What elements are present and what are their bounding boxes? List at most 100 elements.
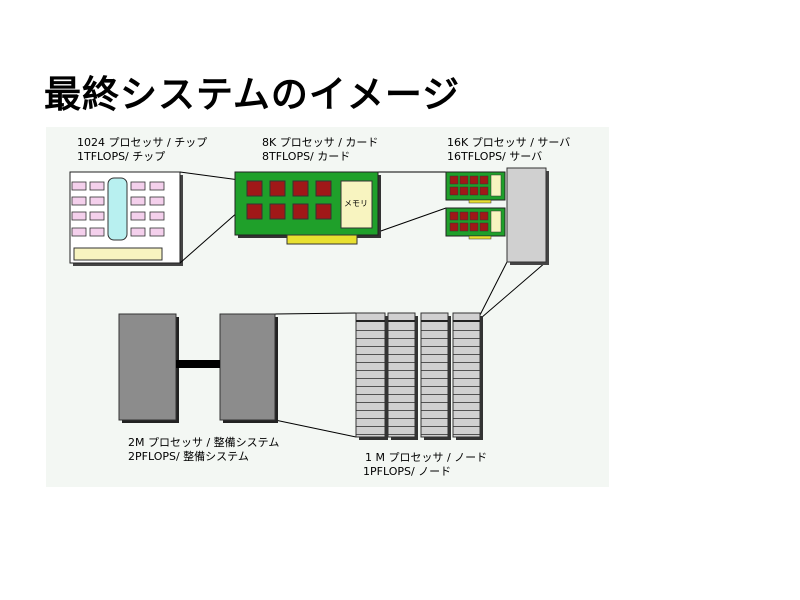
server-card-connector <box>468 199 492 204</box>
rack-slot-line <box>453 354 480 355</box>
rack-top-line <box>388 320 415 322</box>
node-rack <box>355 312 386 438</box>
rack-slot-line <box>453 410 480 411</box>
chip-core <box>149 211 165 221</box>
rack-slot-line <box>421 354 448 355</box>
card-label-1: 8K プロセッサ / カード <box>262 136 378 149</box>
rack-slot-line <box>388 378 415 379</box>
rack-slot-line <box>453 338 480 339</box>
chip-core <box>71 181 87 191</box>
zoom-lines <box>179 171 547 438</box>
rack-slot-line <box>356 370 385 371</box>
rack-slot-line <box>453 434 480 435</box>
rack-slot-line <box>421 394 448 395</box>
node-rack <box>420 312 449 438</box>
rack-slot-line <box>356 394 385 395</box>
processor-chip <box>292 203 309 220</box>
processor-chip <box>469 175 479 185</box>
processor-chip <box>479 186 489 196</box>
rack-slot-line <box>356 434 385 435</box>
server-card-connector <box>468 235 492 240</box>
system-interconnect <box>176 360 220 368</box>
rack-slot-line <box>453 426 480 427</box>
card-memory <box>490 174 502 197</box>
rack-slot-line <box>356 410 385 411</box>
rack-slot-line <box>421 410 448 411</box>
rack-slot-line <box>356 354 385 355</box>
processor-chip <box>479 211 489 221</box>
rack-slot-line <box>421 370 448 371</box>
rack-slot-line <box>388 330 415 331</box>
chip-core <box>71 227 87 237</box>
rack-slot-line <box>453 370 480 371</box>
rack-slot-line <box>421 386 448 387</box>
rack-slot-line <box>388 394 415 395</box>
rack-slot-line <box>388 410 415 411</box>
rack-slot-line <box>388 370 415 371</box>
processor-chip <box>269 203 286 220</box>
server-label-2: 16TFLOPS/ サーバ <box>447 150 542 163</box>
processor-chip <box>479 222 489 232</box>
card-memory <box>490 210 502 233</box>
system-label-1: 2M プロセッサ / 整備システム <box>128 435 279 449</box>
rack-slot-line <box>421 434 448 435</box>
chip-core <box>130 211 146 221</box>
chip-core <box>149 181 165 191</box>
rack-slot-line <box>421 362 448 363</box>
rack-top-line <box>453 320 480 322</box>
rack-slot-line <box>453 394 480 395</box>
rack-slot-line <box>421 338 448 339</box>
rack-slot-line <box>356 346 385 347</box>
rack-slot-line <box>453 362 480 363</box>
system-cabinet-2 <box>219 313 276 421</box>
chip-core <box>71 196 87 206</box>
chip-cache <box>107 177 128 241</box>
processor-chip <box>459 211 469 221</box>
processor-chip <box>246 180 263 197</box>
server <box>506 167 547 263</box>
node-label-1: 1 M プロセッサ / ノード <box>365 451 487 464</box>
node-rack <box>387 312 416 438</box>
rack-slot-line <box>388 362 415 363</box>
node-racks <box>355 312 483 440</box>
chip-core <box>71 211 87 221</box>
chip-core <box>89 227 105 237</box>
processor-chip <box>459 175 469 185</box>
processor-chip <box>459 222 469 232</box>
chip-label-2: 1TFLOPS/ チップ <box>77 150 165 163</box>
rack-slot-line <box>421 402 448 403</box>
rack-top-line <box>421 320 448 322</box>
processor-chip <box>315 203 332 220</box>
processor-chip <box>315 180 332 197</box>
card-label-2: 8TFLOPS/ カード <box>262 150 350 163</box>
chip-label-1: 1024 プロセッサ / チップ <box>77 136 207 149</box>
rack-slot-line <box>388 402 415 403</box>
rack-slot-line <box>388 386 415 387</box>
node-rack <box>452 312 481 438</box>
chip <box>69 171 183 266</box>
system-label-2: 2PFLOPS/ 整備システム <box>128 449 249 463</box>
chip-core <box>130 227 146 237</box>
processor-chip <box>469 222 479 232</box>
processor-card: メモリ <box>234 171 381 245</box>
processor-chip <box>449 211 459 221</box>
processor-chip <box>449 222 459 232</box>
rack-slot-line <box>453 346 480 347</box>
chip-bus <box>73 247 163 261</box>
card-memory <box>340 180 373 229</box>
chip-core <box>89 211 105 221</box>
rack-slot-line <box>388 338 415 339</box>
rack-slot-line <box>421 378 448 379</box>
rack-slot-line <box>388 434 415 435</box>
server-label-1: 16K プロセッサ / サーバ <box>447 136 570 149</box>
rack-slot-line <box>388 426 415 427</box>
rack-slot-line <box>356 418 385 419</box>
node-label-2: 1PFLOPS/ ノード <box>363 465 451 478</box>
processor-chip <box>449 175 459 185</box>
chip-core <box>130 181 146 191</box>
rack-slot-line <box>453 402 480 403</box>
system-cabinet-1 <box>118 313 177 421</box>
processor-chip <box>246 203 263 220</box>
rack-slot-line <box>388 418 415 419</box>
